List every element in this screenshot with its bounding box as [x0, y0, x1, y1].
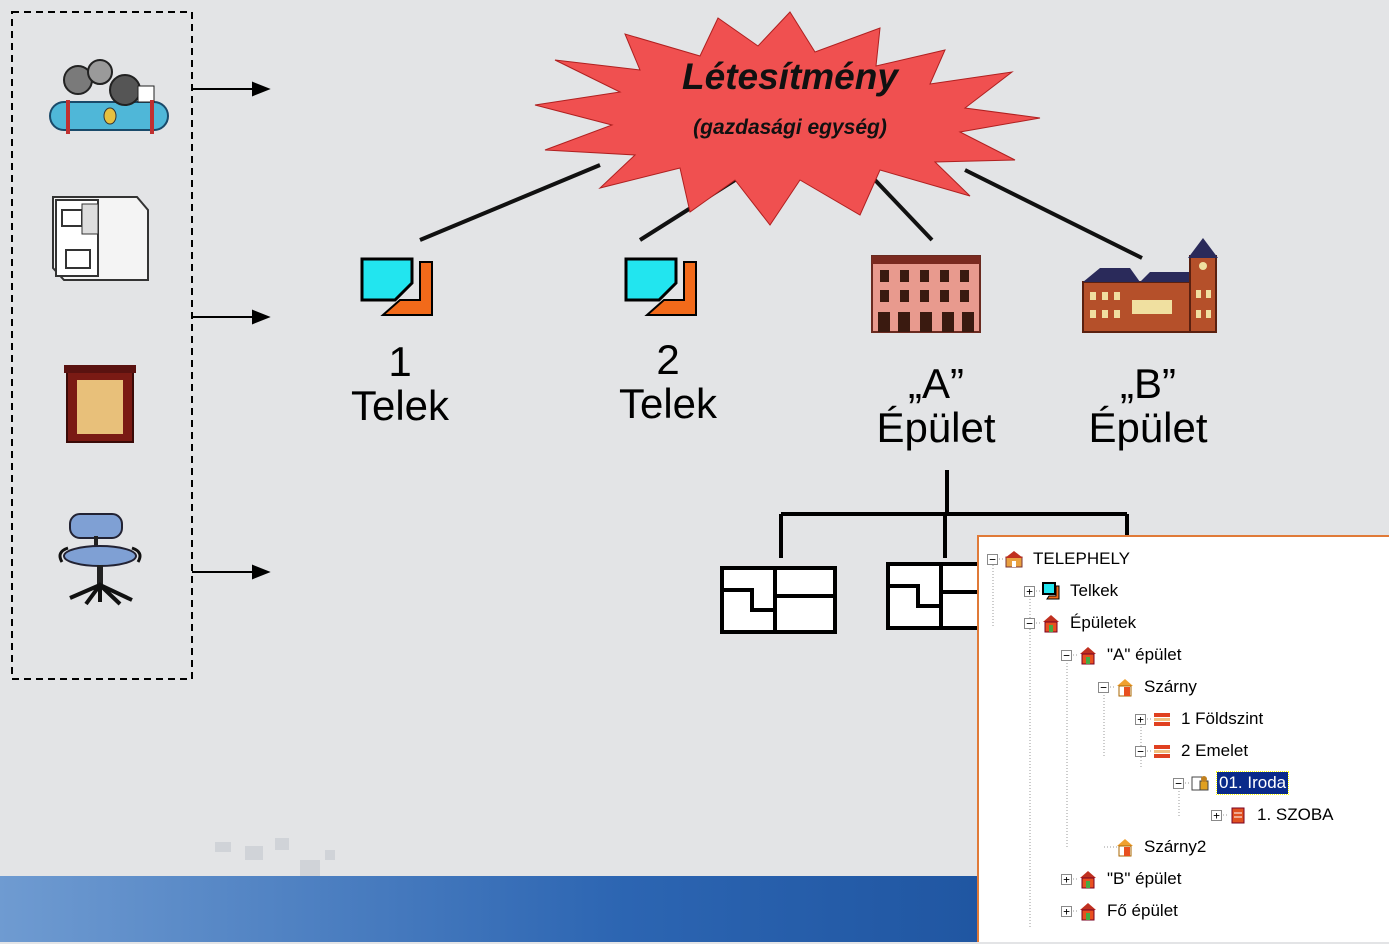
expand-toggle[interactable]: + [1061, 905, 1072, 917]
tree-node-label: TELEPHELY [1033, 549, 1131, 568]
building-icon [1080, 903, 1096, 921]
epuleta-label: „A” Épület [856, 362, 1016, 450]
telek2-label: 2 Telek [598, 338, 738, 426]
collapse-toggle[interactable]: − [1098, 681, 1109, 693]
tree-node-label: "A" épület [1107, 645, 1182, 664]
tree-node-szarny[interactable]: − Szárny [1098, 675, 1199, 699]
epuletb-number: „B” [1120, 360, 1176, 407]
collapse-toggle[interactable]: − [1173, 777, 1184, 789]
room-icon [1231, 807, 1245, 824]
site-icon [1005, 551, 1023, 568]
building-icon [1080, 871, 1096, 889]
expand-toggle[interactable]: + [1135, 713, 1146, 725]
tree-node-label: Szárny [1144, 677, 1197, 696]
office-chair-icon [58, 513, 142, 606]
tree-node-label: Fő épület [1107, 901, 1178, 920]
collapse-toggle[interactable]: − [1024, 617, 1035, 629]
wing-icon [1117, 839, 1133, 857]
expand-toggle[interactable]: + [1061, 873, 1072, 885]
tree-node-label-selected: 01. Iroda [1215, 771, 1290, 795]
collapse-toggle[interactable]: − [1061, 649, 1072, 661]
epuletb-name: Épület [1088, 404, 1208, 451]
tree-node-label: 1 Földszint [1181, 709, 1264, 728]
building-a-icon [871, 255, 981, 333]
building-a-breakdown-lines [779, 470, 1129, 558]
tree-node-fo-epulet[interactable]: + Fő épület [1061, 899, 1180, 923]
tree-node-szarny2[interactable]: Szárny2 [1115, 835, 1208, 859]
facility-title: Létesítmény [682, 56, 898, 97]
epuleta-number: „A” [908, 360, 964, 407]
collapse-toggle[interactable]: − [987, 553, 998, 565]
tree-node-szoba[interactable]: + 1. SZOBA [1211, 803, 1336, 827]
telek1-number: 1 [388, 338, 412, 385]
tree-node-label: Szárny2 [1144, 837, 1207, 856]
asset-group-box [11, 11, 193, 680]
building-icon [1043, 615, 1059, 633]
plot-icon-1 [360, 257, 433, 316]
cabinet-icon [64, 365, 136, 443]
tree-node-epuletek[interactable]: − Épületek [1024, 611, 1138, 635]
telek1-label: 1 Telek [330, 340, 470, 428]
expand-toggle[interactable]: + [1024, 585, 1035, 597]
compressor-icon [49, 59, 169, 134]
telek2-number: 2 [656, 336, 680, 383]
tree-node-label: Telkek [1070, 581, 1119, 600]
facility-tree-view[interactable]: − TELEPHELY + Telkek − Épületek − "A" ép… [977, 535, 1389, 942]
plot-icon [1042, 582, 1060, 600]
tree-guide-lines [992, 558, 1229, 927]
tree-node-iroda[interactable]: − 01. Iroda [1173, 771, 1290, 795]
epuletb-label: „B” Épület [1068, 362, 1228, 450]
expand-toggle[interactable]: + [1211, 809, 1222, 821]
wing-icon [1117, 679, 1133, 697]
floor-plan-1 [720, 566, 837, 634]
building-b-icon [1082, 238, 1218, 333]
tree-node-telkek[interactable]: + Telkek [1024, 579, 1120, 603]
plot-icon-2 [624, 257, 697, 316]
tree-node-telephely[interactable]: − TELEPHELY [987, 547, 1132, 571]
tree-node-label: 2 Emelet [1181, 741, 1249, 760]
tree-node-label: "B" épület [1107, 869, 1182, 888]
facility-star [534, 11, 1041, 226]
floor-icon [1154, 745, 1170, 758]
filing-cabinet-icon [52, 196, 149, 281]
tree-node-label: 1. SZOBA [1257, 805, 1334, 824]
tree-node-a-epulet[interactable]: − "A" épület [1061, 643, 1183, 667]
building-icon [1080, 647, 1096, 665]
floor-icon [1154, 713, 1170, 726]
tree-node-b-epulet[interactable]: + "B" épület [1061, 867, 1183, 891]
telek1-name: Telek [350, 382, 450, 429]
asset-arrows [192, 81, 271, 580]
tree-node-foldszint[interactable]: + 1 Földszint [1135, 707, 1265, 731]
collapse-toggle[interactable]: − [1135, 745, 1146, 757]
office-icon [1191, 776, 1209, 791]
tree-node-label: Épületek [1070, 613, 1137, 632]
telek2-name: Telek [618, 380, 718, 427]
decor-pixels [215, 838, 335, 876]
tree-node-emelet[interactable]: − 2 Emelet [1135, 739, 1250, 763]
epuleta-name: Épület [876, 404, 996, 451]
facility-subtitle: (gazdasági egység) [693, 116, 887, 139]
